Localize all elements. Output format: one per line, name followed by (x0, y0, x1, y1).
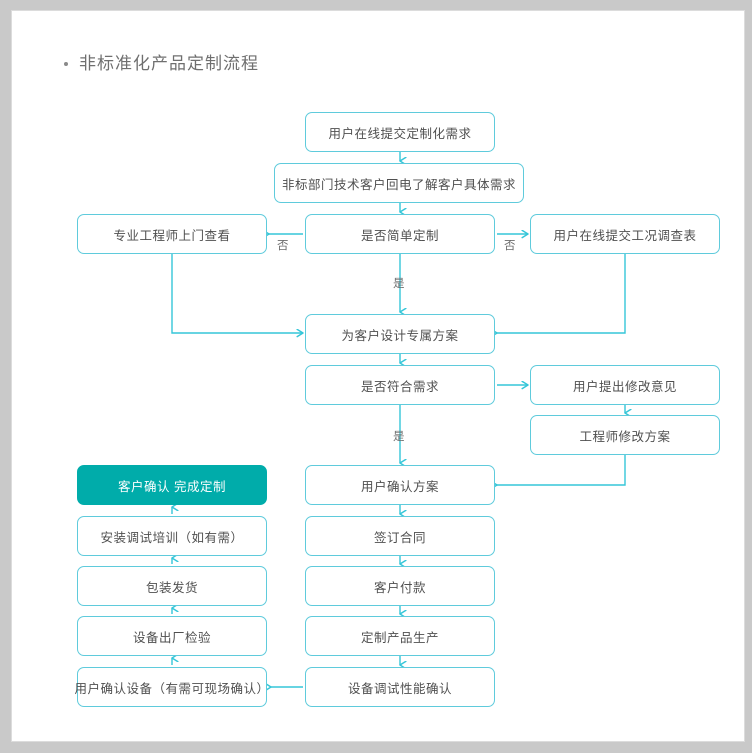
flow-node-user-confirm-plan[interactable]: 用户确认方案 (305, 465, 495, 505)
flow-node-callback-requirements[interactable]: 非标部门技术客户回电了解客户具体需求 (274, 163, 524, 203)
flow-node-user-revision-comments[interactable]: 用户提出修改意见 (530, 365, 720, 405)
page-title-text: 非标准化产品定制流程 (79, 54, 259, 73)
flow-node-custom-production[interactable]: 定制产品生产 (305, 616, 495, 656)
flow-node-equipment-debug-confirm[interactable]: 设备调试性能确认 (305, 667, 495, 707)
flow-node-sign-contract[interactable]: 签订合同 (305, 516, 495, 556)
flow-node-install-debug-training[interactable]: 安装调试培训（如有需） (77, 516, 267, 556)
flowchart: 用户在线提交定制化需求 非标部门技术客户回电了解客户具体需求 是否简单定制 专业… (12, 11, 744, 741)
edge-label-yes-simple: 是 (393, 278, 405, 290)
bullet-dot-icon (64, 61, 68, 66)
edge-label-no-right: 否 (504, 240, 516, 252)
flow-node-meets-requirements[interactable]: 是否符合需求 (305, 365, 495, 405)
flow-node-is-simple-custom[interactable]: 是否简单定制 (305, 214, 495, 254)
flow-node-engineer-onsite-visit[interactable]: 专业工程师上门查看 (77, 214, 267, 254)
flow-node-design-exclusive-plan[interactable]: 为客户设计专属方案 (305, 314, 495, 354)
edge-label-yes-meets: 是 (393, 431, 405, 443)
flow-node-engineer-revise-plan[interactable]: 工程师修改方案 (530, 415, 720, 455)
flow-node-user-confirm-equipment[interactable]: 用户确认设备（有需可现场确认） (75, 667, 269, 707)
flow-node-packaging-shipping[interactable]: 包装发货 (77, 566, 267, 606)
flow-node-submit-request[interactable]: 用户在线提交定制化需求 (305, 112, 495, 152)
flow-node-factory-inspection[interactable]: 设备出厂检验 (77, 616, 267, 656)
flow-node-customer-payment[interactable]: 客户付款 (305, 566, 495, 606)
page-title: 非标准化产品定制流程 (64, 55, 259, 72)
edge-label-no-left: 否 (277, 240, 289, 252)
flow-node-customer-confirm-complete[interactable]: 客户确认 完成定制 (77, 465, 267, 505)
flow-node-submit-condition-survey[interactable]: 用户在线提交工况调查表 (530, 214, 720, 254)
content-card: 非标准化产品定制流程 (11, 10, 745, 742)
